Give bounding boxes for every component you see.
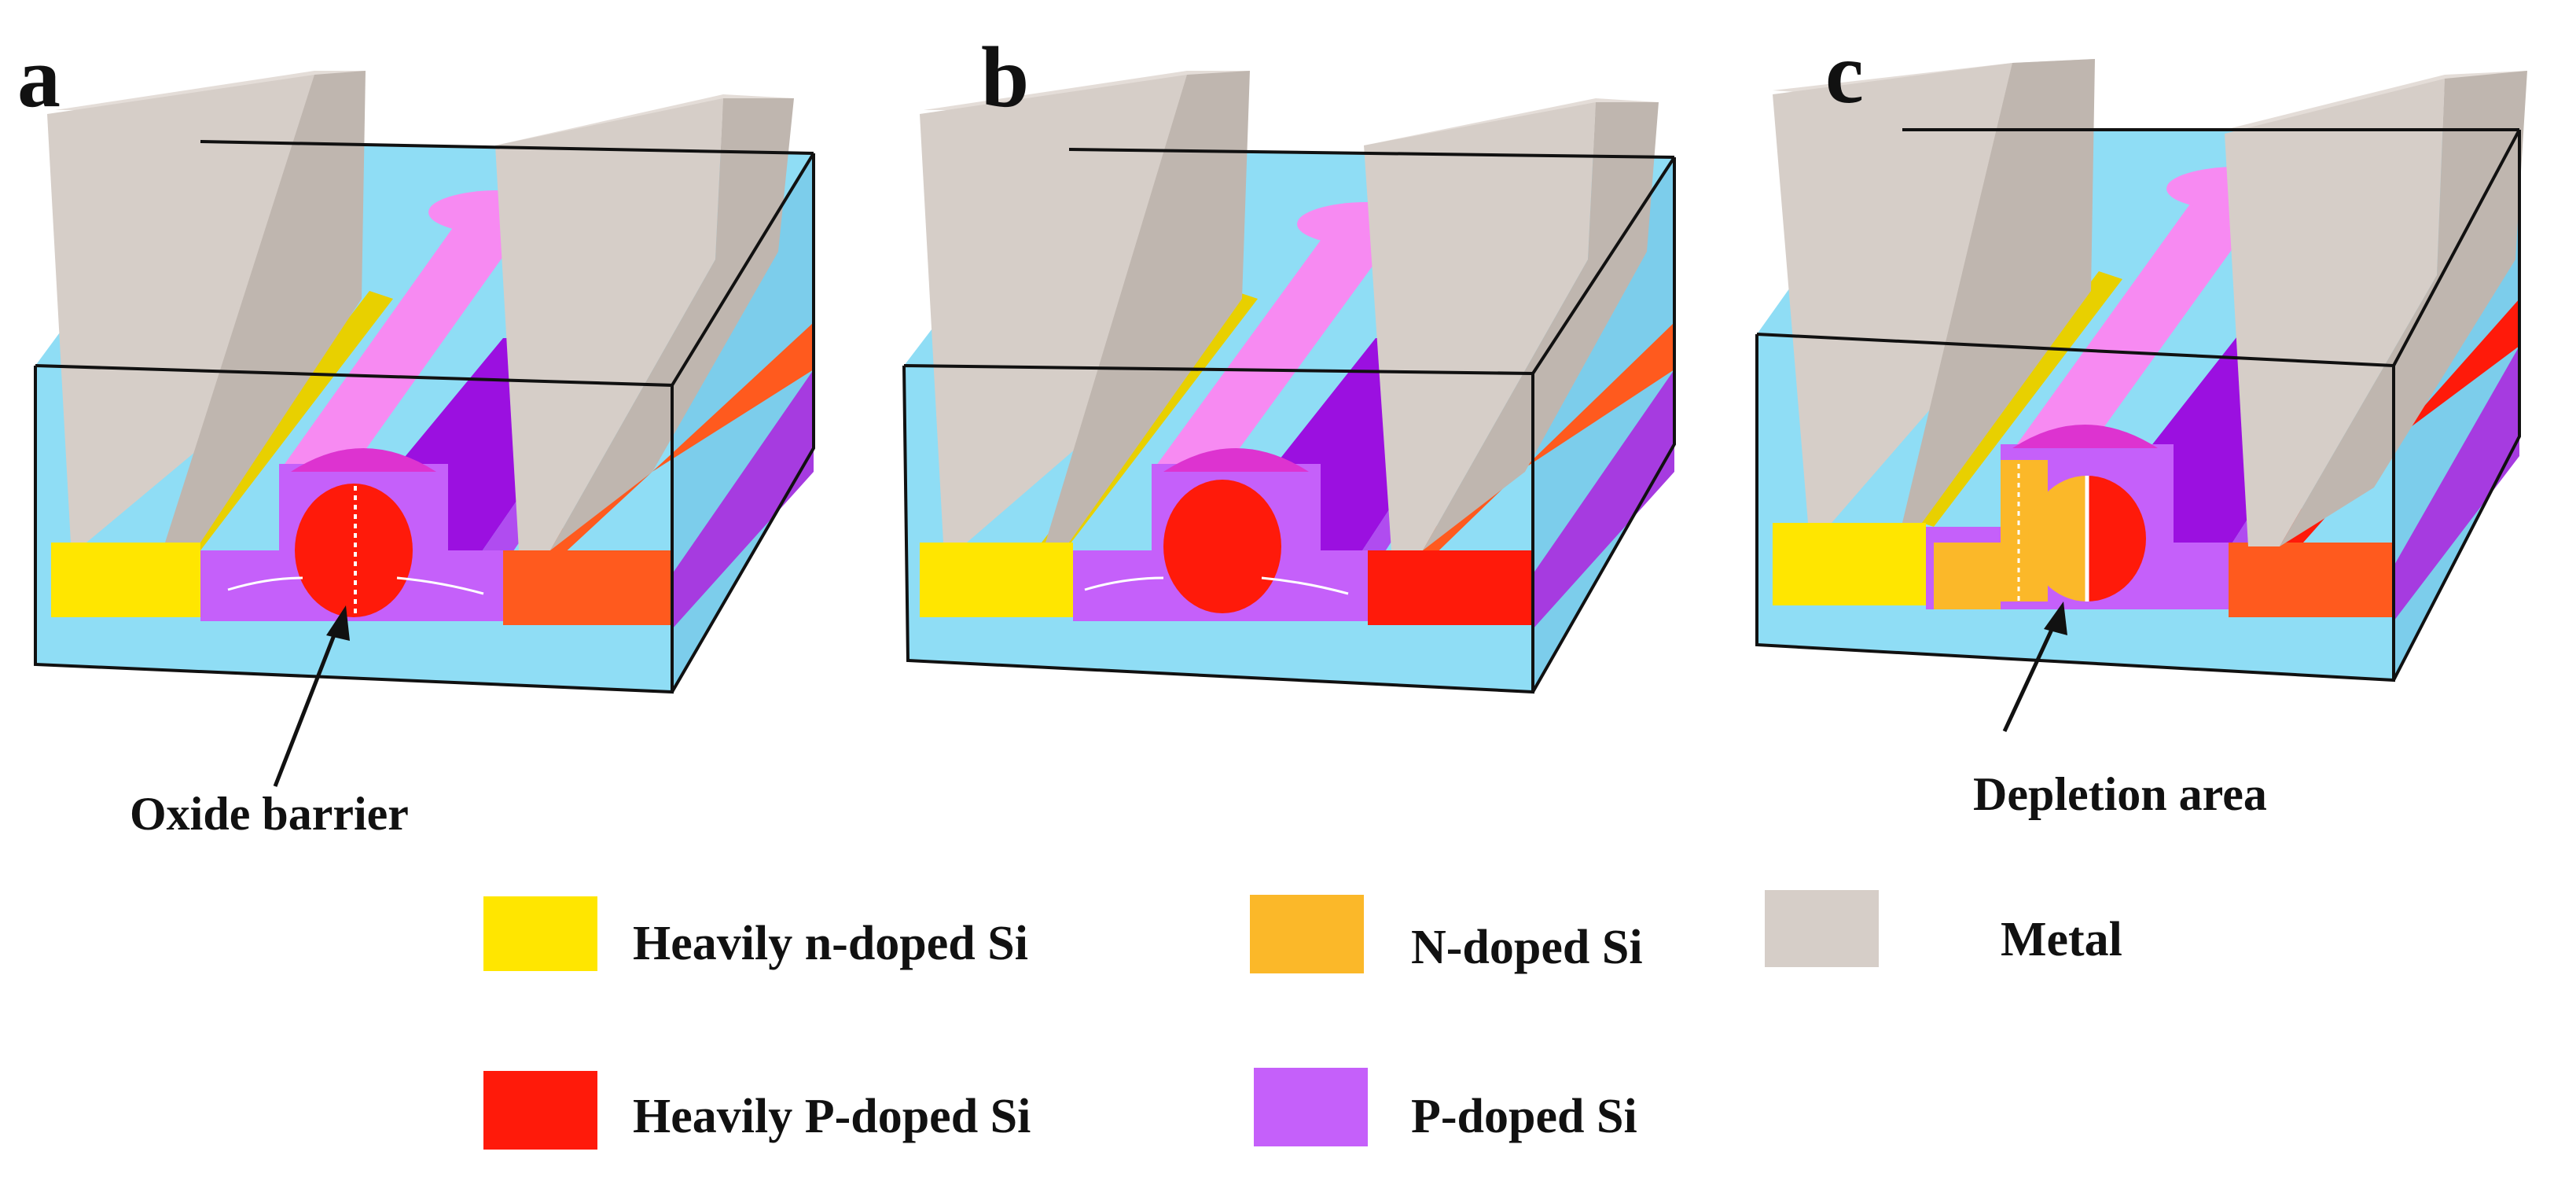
- legend-label-n: N-doped Si: [1411, 921, 1643, 974]
- outline-a-top: [671, 152, 815, 387]
- side-p-band: [2394, 346, 2519, 621]
- heavy-p-region: [503, 550, 672, 625]
- callout-arrow-c: [2002, 620, 2058, 733]
- metal-right-side: [1423, 102, 1659, 550]
- metal-right-side: [550, 98, 794, 550]
- side-p-band: [1533, 370, 1674, 629]
- metal-right-front: [1364, 102, 1596, 550]
- outline-b-back: [1068, 148, 1675, 159]
- metal-right-front: [495, 98, 723, 550]
- gate-channel: [2008, 189, 2276, 456]
- gate-cap: [2012, 425, 2158, 448]
- callout-arrow-a: [273, 624, 340, 787]
- metal-left-front: [920, 75, 1195, 543]
- field-line-right: [1261, 576, 1349, 595]
- heavy-p-core: [1163, 480, 1281, 613]
- legend-label-metal: Metal: [2001, 913, 2122, 966]
- callout-label-c: Depletion area: [1973, 768, 2267, 820]
- metal-left-side: [165, 71, 366, 543]
- callout-arrowhead-a: [326, 605, 350, 641]
- panel-letter-a: a: [17, 29, 61, 125]
- legend-swatch-heavy-n: [483, 896, 597, 971]
- legend-label-p: P-doped Si: [1411, 1090, 1637, 1143]
- panel-letter-b: b: [981, 29, 1029, 125]
- heavy-n-region: [51, 543, 200, 617]
- outline-a-side: [671, 153, 815, 694]
- outline-a-back: [200, 140, 814, 155]
- heavy-p-region: [1368, 550, 1533, 625]
- metal-right-side: [2280, 71, 2527, 546]
- legend: Heavily n-doped Si N-doped Si Metal Heav…: [483, 890, 2122, 1150]
- field-line-right: [396, 576, 484, 595]
- outline-b-side: [1531, 157, 1676, 693]
- side-p-band: [672, 370, 814, 629]
- callout-arrowhead-c: [2044, 602, 2067, 635]
- outline-c-side: [2392, 130, 2521, 681]
- legend-swatch-metal: [1765, 890, 1879, 967]
- legend-swatch-heavy-p: [483, 1071, 597, 1150]
- metal-right-front: [2225, 79, 2445, 546]
- heavy-p-core: [295, 484, 413, 617]
- metal-left-front: [47, 75, 322, 543]
- field-line-left: [1084, 576, 1164, 591]
- panel-letter-c: c: [1825, 25, 1864, 121]
- panel-a: Oxide barrier a: [17, 29, 815, 840]
- field-line-left: [227, 576, 303, 591]
- heavy-n-region: [920, 543, 1073, 617]
- legend-label-heavy-n: Heavily n-doped Si: [633, 917, 1028, 970]
- legend-swatch-n: [1250, 895, 1364, 973]
- gate-channel: [1152, 224, 1403, 472]
- heavy-p-region: [2229, 543, 2394, 617]
- metal-left-side: [1902, 59, 2095, 523]
- legend-label-heavy-p: Heavily P-doped Si: [633, 1090, 1031, 1143]
- metal-left-front: [1773, 63, 2012, 523]
- gate-cap: [291, 448, 436, 472]
- gate-channel: [279, 212, 535, 472]
- metal-left-side: [1045, 71, 1250, 543]
- p-doped-right: [2146, 543, 2229, 609]
- heavy-n-region: [1773, 523, 1926, 605]
- gate-cap: [1163, 448, 1309, 472]
- depletion-half-p: [2087, 476, 2146, 602]
- panel-c: Depletion area c: [1755, 25, 2527, 820]
- legend-swatch-p: [1254, 1068, 1368, 1146]
- outline-c-top: [2392, 129, 2521, 366]
- outline-b-top: [1531, 156, 1676, 375]
- panel-b: b: [902, 29, 1676, 694]
- callout-label-a: Oxide barrier: [130, 788, 409, 840]
- depletion-half-n: [2028, 476, 2087, 602]
